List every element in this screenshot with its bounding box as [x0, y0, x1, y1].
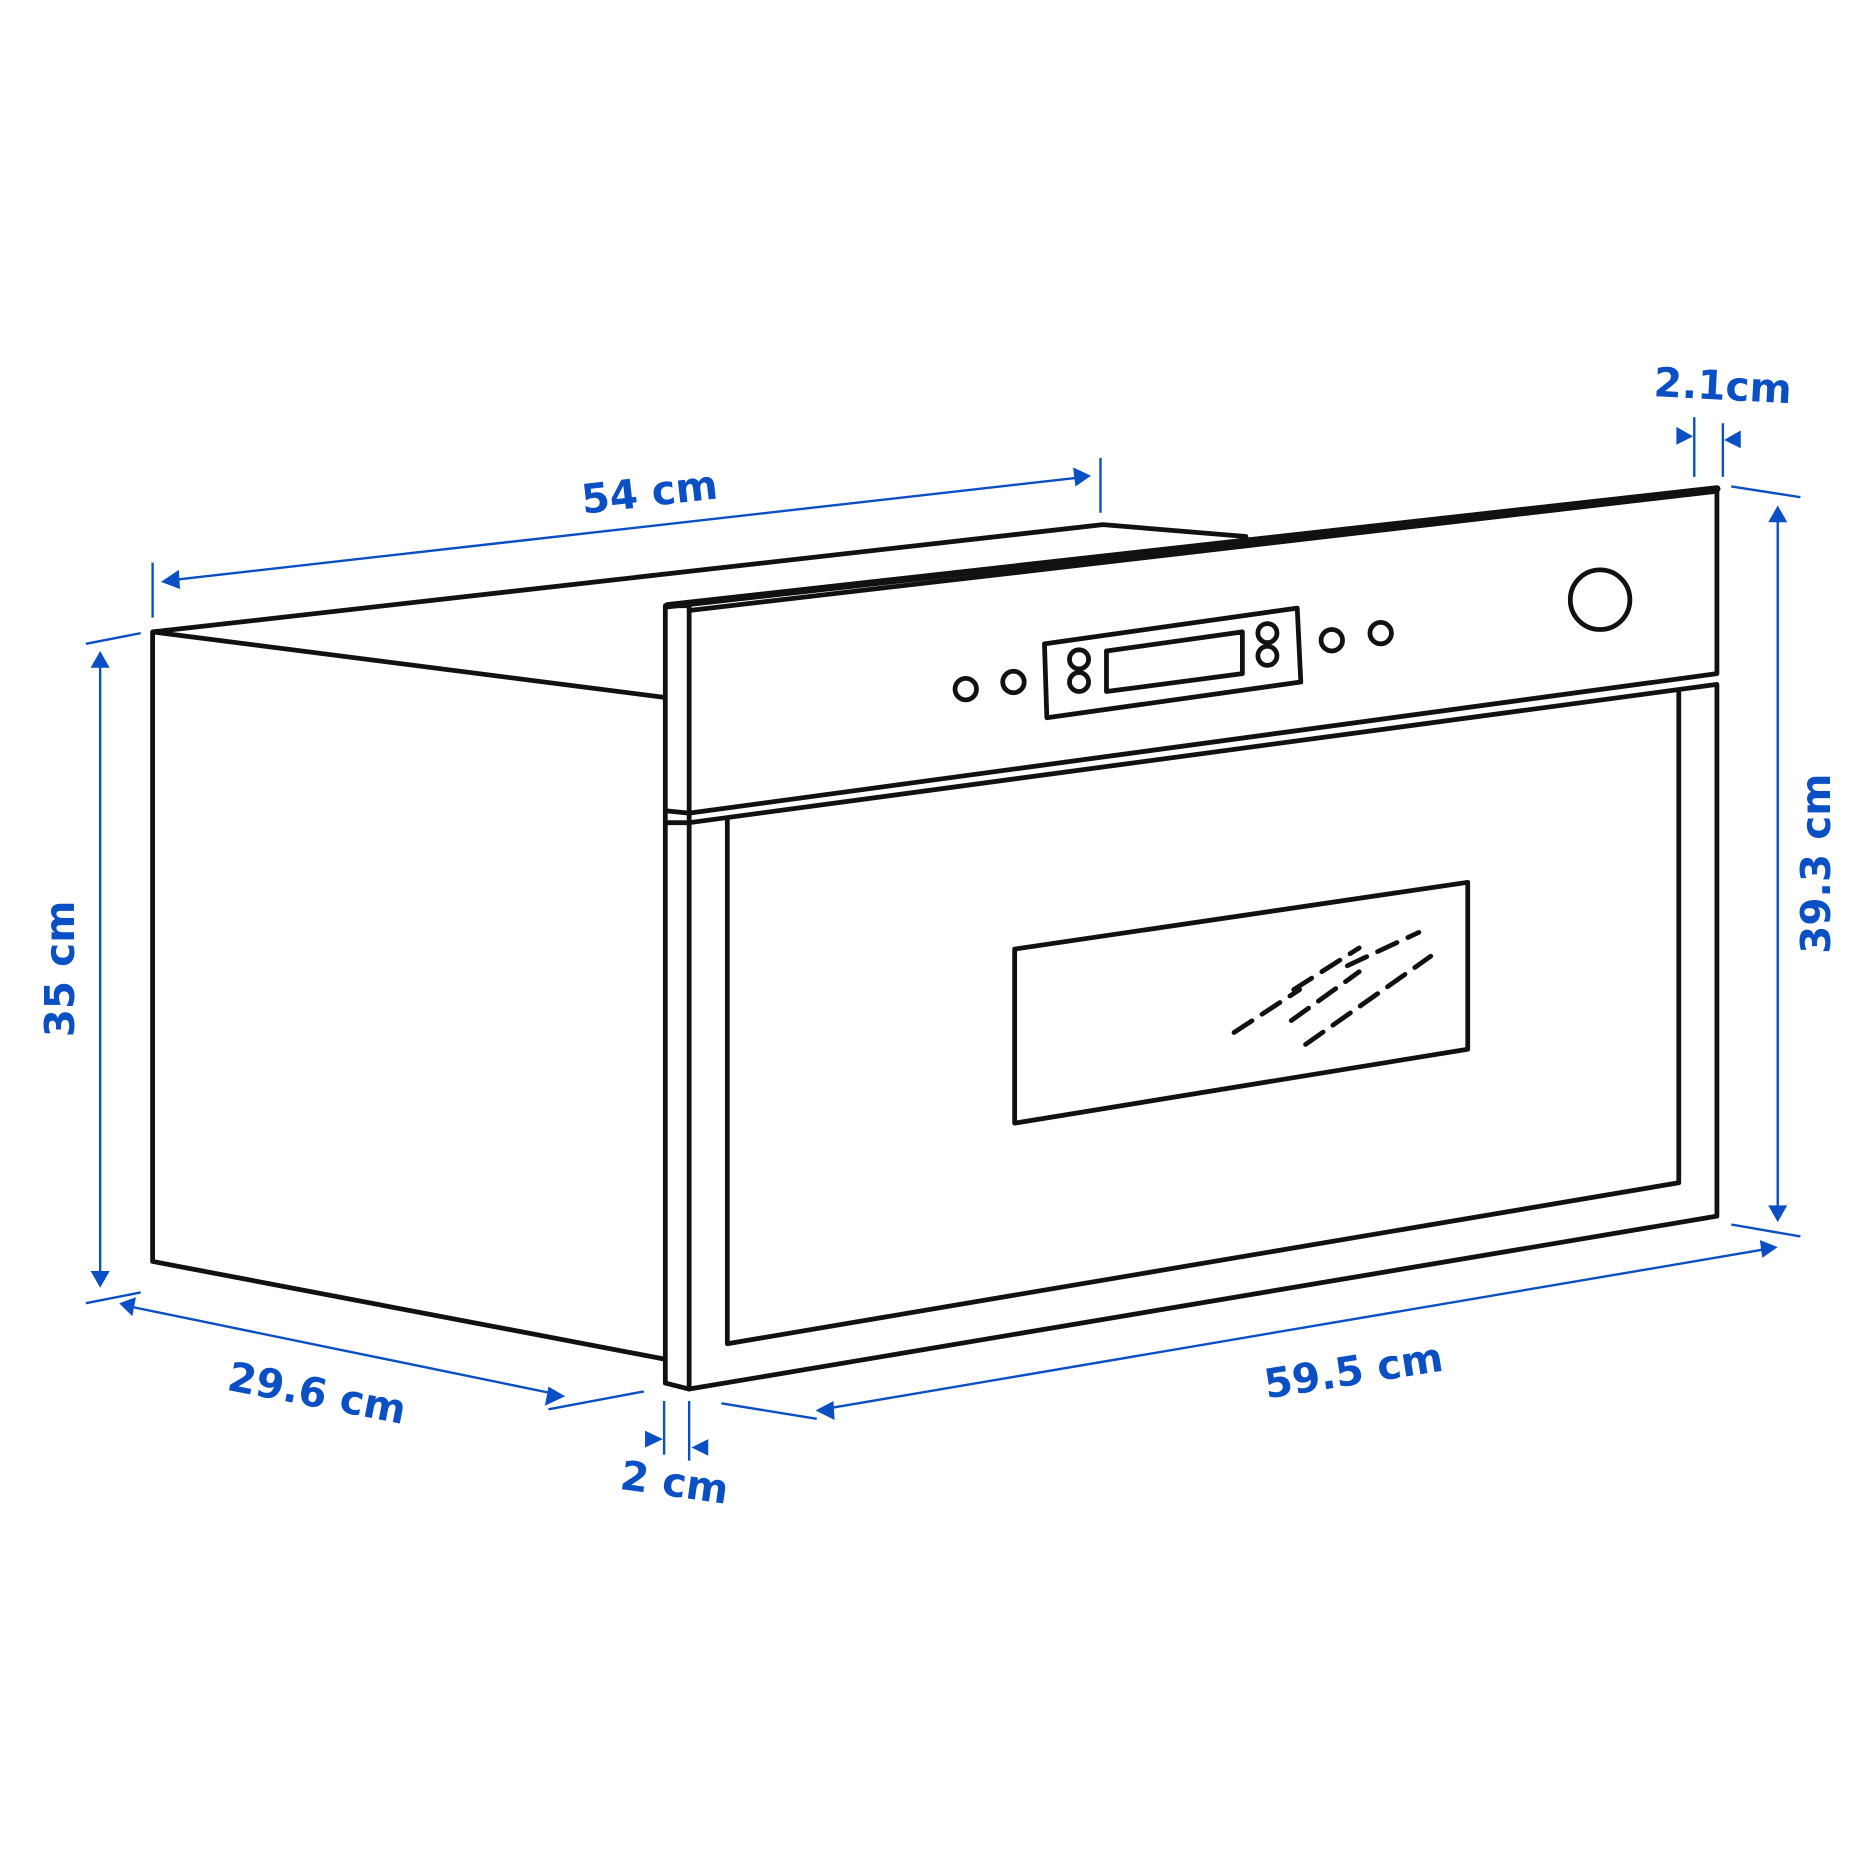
button-icon: [1367, 620, 1394, 647]
display-screen: [1104, 629, 1245, 694]
control-panel: [686, 488, 1720, 816]
side-body: [150, 522, 1249, 1362]
knob-icon: [1567, 567, 1633, 632]
label-width: 59.5 cm: [1261, 1333, 1447, 1409]
front-edge: [662, 603, 692, 1392]
door-gap: [662, 808, 692, 826]
window: [1012, 879, 1471, 1126]
button-icon: [1318, 627, 1345, 654]
label-depth-top: 54 cm: [579, 461, 720, 524]
appliance-outline: [150, 485, 1721, 1392]
glass-reflection: [1231, 930, 1434, 1047]
label-front-thickness: 2 cm: [617, 1451, 731, 1514]
button-icon: [1255, 621, 1280, 646]
button-icon: [1067, 647, 1091, 672]
label-height-total: 39.3 cm: [1792, 774, 1840, 954]
button-icon: [952, 676, 979, 703]
door: [686, 682, 1720, 1392]
label-panel-thickness: 2.1cm: [1653, 358, 1793, 413]
label-depth-bottom: 29.6 cm: [224, 1352, 410, 1434]
button-icon: [1000, 668, 1027, 696]
top-edge: [664, 485, 1721, 610]
button-icon: [1255, 643, 1280, 668]
label-height-body: 35 cm: [36, 901, 84, 1038]
button-icon: [1067, 670, 1091, 694]
display-frame: [1042, 605, 1304, 721]
dimension-lines: [85, 417, 1801, 1461]
